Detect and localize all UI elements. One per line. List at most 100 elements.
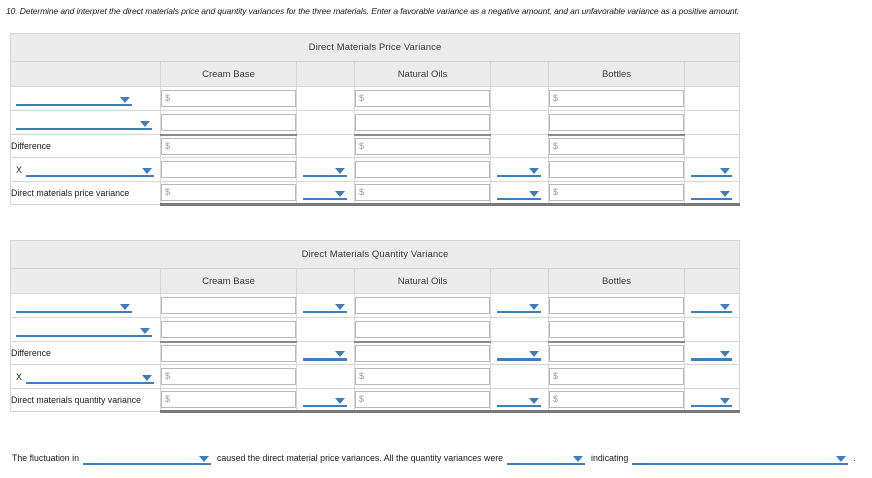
fluctuation-cause-dropdown[interactable]	[83, 448, 213, 467]
favorability-dropdown-1[interactable]	[303, 390, 349, 409]
table-title-row: Direct Materials Quantity Variance	[9, 240, 741, 269]
unit-dropdown-5[interactable]	[497, 344, 543, 363]
cell-natural-oils	[354, 86, 491, 111]
row-account-dropdown[interactable]	[16, 296, 134, 315]
cell-bottles	[548, 317, 685, 343]
unit-dropdown-2[interactable]	[497, 160, 543, 179]
cell-natural-oils	[354, 341, 491, 365]
input-bottles[interactable]	[549, 161, 684, 178]
row-label-price-variance: Direct materials price variance	[10, 181, 161, 205]
row-label-cell	[10, 86, 161, 111]
cell-natural-oils	[354, 134, 491, 158]
spacer-cell-2	[490, 134, 549, 158]
row-account-dropdown[interactable]	[16, 89, 134, 108]
chevron-down-icon	[142, 167, 152, 174]
favorability-dropdown-3[interactable]	[691, 183, 734, 202]
indication-dropdown[interactable]	[632, 448, 850, 467]
unit-dropdown-6[interactable]	[691, 344, 734, 363]
column-header-spacer-3	[683, 268, 741, 294]
table-title: Direct Materials Price Variance	[9, 33, 741, 62]
input-cream-base[interactable]	[161, 320, 296, 338]
spacer-cell-3	[683, 317, 741, 342]
cell-bottles	[548, 86, 685, 111]
unit-dropdown-3[interactable]	[691, 296, 734, 315]
chevron-down-icon	[720, 167, 731, 174]
dropdown-underline	[16, 127, 152, 130]
favorability-dropdown-2[interactable]	[497, 390, 543, 409]
spacer-cell-3	[683, 181, 741, 206]
row-account-dropdown[interactable]	[16, 113, 154, 132]
column-header-bottles: Bottles	[548, 61, 685, 87]
input-bottles[interactable]	[549, 137, 684, 155]
input-bottles[interactable]	[549, 391, 684, 408]
unit-dropdown-2[interactable]	[497, 296, 543, 315]
input-bottles[interactable]	[549, 368, 684, 385]
dropdown-underline	[83, 462, 211, 465]
input-cream-base[interactable]	[161, 137, 296, 155]
input-natural-oils[interactable]	[355, 368, 490, 385]
cell-cream-base	[160, 110, 297, 136]
favorability-dropdown-2[interactable]	[497, 183, 543, 202]
chevron-down-icon	[335, 397, 345, 404]
input-cream-base[interactable]	[161, 184, 296, 201]
input-natural-oils[interactable]	[355, 90, 490, 107]
input-cream-base[interactable]	[161, 297, 296, 314]
cell-cream-base	[160, 181, 297, 206]
input-natural-oils[interactable]	[355, 344, 490, 362]
dropdown-underline	[16, 334, 152, 337]
chevron-down-icon	[120, 96, 130, 103]
row-label-cell	[10, 317, 161, 342]
spacer-cell-2	[490, 341, 549, 365]
input-natural-oils[interactable]	[355, 113, 490, 131]
chevron-down-icon	[120, 303, 130, 310]
chevron-down-icon	[335, 351, 345, 357]
chevron-down-icon	[720, 397, 731, 404]
row-account-dropdown[interactable]	[16, 320, 154, 339]
table-row: Direct materials quantity variance	[10, 388, 741, 413]
dropdown-underline	[632, 462, 849, 465]
table-header-row: Cream Base Natural Oils Bottles	[10, 61, 741, 87]
dropdown-underline	[497, 310, 541, 313]
input-bottles[interactable]	[549, 90, 684, 107]
row-label-dropdown-wrap	[11, 111, 160, 134]
input-natural-oils[interactable]	[355, 184, 490, 201]
cell-natural-oils	[354, 317, 491, 343]
input-cream-base[interactable]	[161, 161, 296, 178]
table-row: Direct materials price variance	[10, 181, 741, 206]
input-cream-base[interactable]	[161, 391, 296, 408]
input-bottles[interactable]	[549, 113, 684, 131]
table-row	[10, 110, 741, 136]
spacer-cell-1	[296, 86, 355, 111]
row-account-dropdown[interactable]	[25, 367, 156, 386]
input-natural-oils[interactable]	[355, 297, 490, 314]
chevron-down-icon	[140, 327, 150, 334]
spacer-cell-1	[296, 181, 355, 206]
unit-dropdown-1[interactable]	[303, 160, 349, 179]
cell-bottles	[548, 157, 685, 182]
input-natural-oils[interactable]	[355, 320, 490, 338]
favorability-dropdown-1[interactable]	[303, 183, 349, 202]
quantity-variance-favorability-dropdown[interactable]	[507, 448, 587, 467]
input-natural-oils[interactable]	[355, 137, 490, 155]
unit-dropdown-3[interactable]	[691, 160, 734, 179]
input-cream-base[interactable]	[161, 344, 296, 362]
row-label-cell	[10, 293, 161, 318]
input-bottles[interactable]	[549, 344, 684, 362]
cell-cream-base	[160, 341, 297, 365]
input-cream-base[interactable]	[161, 368, 296, 385]
input-bottles[interactable]	[549, 297, 684, 314]
unit-dropdown-4[interactable]	[303, 344, 349, 363]
input-natural-oils[interactable]	[355, 391, 490, 408]
row-label-quantity-variance: Direct materials quantity variance	[10, 388, 161, 412]
favorability-dropdown-3[interactable]	[691, 390, 734, 409]
row-account-dropdown[interactable]	[25, 160, 156, 179]
table-title: Direct Materials Quantity Variance	[9, 240, 741, 269]
input-bottles[interactable]	[549, 184, 684, 201]
unit-dropdown-1[interactable]	[303, 296, 349, 315]
input-cream-base[interactable]	[161, 113, 296, 131]
input-cream-base[interactable]	[161, 90, 296, 107]
input-bottles[interactable]	[549, 320, 684, 338]
dropdown-underline	[303, 174, 347, 177]
input-natural-oils[interactable]	[355, 161, 490, 178]
